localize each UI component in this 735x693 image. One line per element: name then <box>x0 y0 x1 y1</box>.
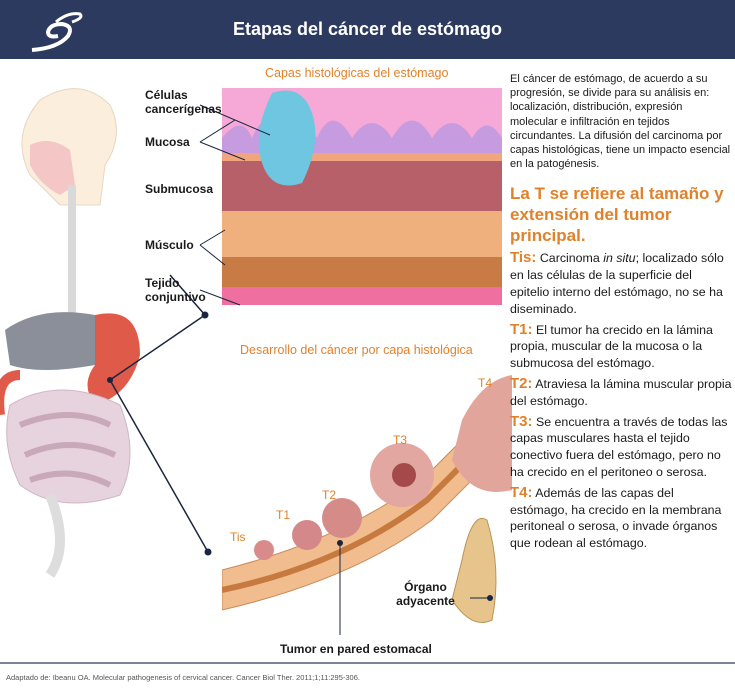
definition-text: Se encuentra a través de todas las capas… <box>510 414 728 479</box>
label-connective-tissue: Tejido conjuntivo <box>145 276 206 304</box>
definition-t3: T3: Se encuentra a través de todas las c… <box>510 412 732 481</box>
definition-tis: Tis: Carcinoma in situ; localizado sólo … <box>510 250 732 317</box>
definition-key: T4: <box>510 483 533 501</box>
definition-text: ; localizado sólo en las células de la s… <box>510 251 724 316</box>
t-heading: La T se refiere al tamaño y extensión de… <box>510 184 724 246</box>
stage-label-tis: Tis <box>230 530 246 544</box>
definition-key: Tis: <box>510 249 537 267</box>
human-body-illustration <box>0 88 140 578</box>
definition-key: T3: <box>510 412 533 430</box>
tumor-progression-illustration <box>222 375 512 623</box>
page-title: Etapas del cáncer de estómago <box>232 19 503 39</box>
layers-diagram-title: Capas histológicas del estómago <box>265 66 449 80</box>
stage-label-t3: T3 <box>393 433 408 447</box>
leader-lines <box>107 274 212 556</box>
definition-text: El tumor ha crecido en la lámina propia,… <box>510 322 713 371</box>
label-mucosa: Mucosa <box>145 135 190 149</box>
label-submucosa: Submucosa <box>145 182 214 196</box>
stomach-layers-illustration <box>222 88 502 305</box>
label-cancer-cells: Células cancerígenas <box>145 88 222 116</box>
definition-key: T2: <box>510 375 533 392</box>
description-panel: El cáncer de estómago, de acuerdo a su p… <box>510 72 732 552</box>
definition-text: Atraviesa la lámina muscular propia del … <box>510 377 732 408</box>
progression-leader-lines <box>337 540 493 635</box>
definition-t4: T4: Además de las capas del estómago, ha… <box>510 483 732 552</box>
development-title: Desarrollo del cáncer por capa histológi… <box>240 343 473 357</box>
stage-label-t1: T1 <box>276 508 291 522</box>
intro-paragraph: El cáncer de estómago, de acuerdo a su p… <box>510 73 731 171</box>
header-bar: Etapas del cáncer de estómago <box>0 0 735 59</box>
stage-label-t4: T4 <box>478 376 493 390</box>
footer-citation: Adaptado de: Ibeanu OA. Molecular pathog… <box>6 673 360 682</box>
stage-label-t2: T2 <box>322 488 337 502</box>
layers-leader-lines <box>199 104 271 306</box>
definition-text: Carcinoma <box>536 251 604 266</box>
label-adjacent-organ: Órgano adyacente <box>396 580 455 608</box>
label-tumor-wall: Tumor en pared estomacal <box>280 642 432 656</box>
definition-t1: T1: El tumor ha crecido en la lámina pro… <box>510 320 732 372</box>
definition-key: T1: <box>510 320 533 338</box>
label-muscle: Músculo <box>145 238 194 252</box>
footer-divider <box>0 662 735 664</box>
logo-icon <box>31 12 83 52</box>
definition-t2: T2: Atraviesa la lámina muscular propia … <box>510 375 732 410</box>
definition-text: Además de las capas del estómago, ha cre… <box>510 485 722 551</box>
definition-emphasis: in situ <box>603 251 636 266</box>
